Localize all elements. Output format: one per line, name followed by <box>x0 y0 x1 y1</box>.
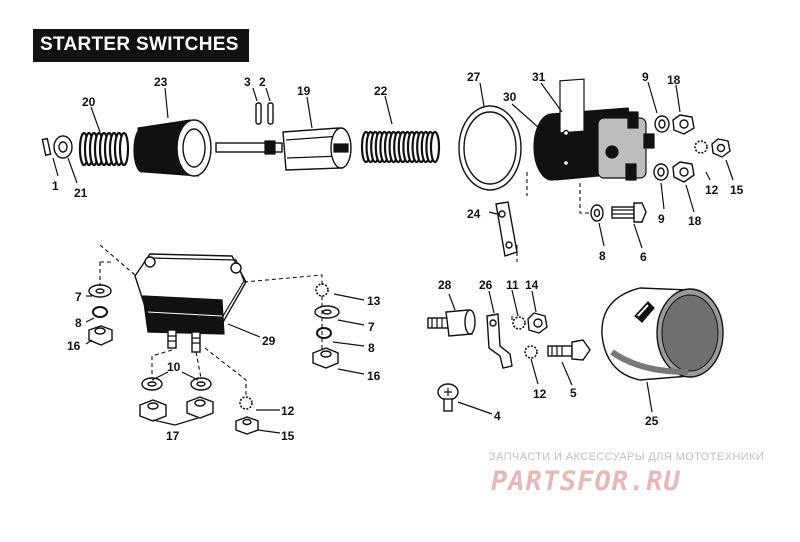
part-hardware-right <box>312 283 340 369</box>
callout-label: 3 <box>244 75 251 89</box>
spring-coil <box>429 130 441 164</box>
callout-label: 12 <box>281 404 295 418</box>
callout-label: 16 <box>67 339 81 353</box>
part-bolt <box>547 339 591 361</box>
part-lockwasher-nut-upper <box>654 114 695 135</box>
callout-label: 12 <box>533 387 547 401</box>
callout-label: 5 <box>570 386 577 400</box>
callout-label: 9 <box>642 70 649 84</box>
callout-label: 25 <box>645 414 659 428</box>
leader-lines <box>52 81 734 434</box>
callout-label: 14 <box>525 278 539 292</box>
callout-label: 22 <box>374 84 388 98</box>
callout-label: 6 <box>640 250 647 264</box>
part-lockwasher-nut-lower <box>653 161 695 183</box>
callout-label: 16 <box>367 369 381 383</box>
callout-label: 17 <box>166 429 180 443</box>
callout-label: 7 <box>368 320 375 334</box>
callout-label: 11 <box>506 278 519 292</box>
part-screw <box>437 383 459 412</box>
callout-label: 26 <box>479 278 493 292</box>
diagram-title: STARTER SWITCHES <box>40 34 239 55</box>
callout-label: 28 <box>438 278 452 292</box>
callout-label: 15 <box>281 429 295 443</box>
callout-label: 24 <box>467 207 481 221</box>
part-hardware-left <box>88 284 113 346</box>
callout-label: 10 <box>167 360 181 374</box>
callout-label: 2 <box>259 75 266 89</box>
part-spring-small <box>78 131 130 167</box>
callout-label: 29 <box>262 334 276 348</box>
part-cup <box>133 119 212 177</box>
callout-label: 4 <box>494 409 501 423</box>
part-lockwasher-nut-mid <box>512 312 548 334</box>
part-starwasher-nut-lower <box>235 396 259 435</box>
part-pins <box>255 102 274 125</box>
part-solenoid <box>533 78 655 181</box>
callout-label: 31 <box>532 70 546 84</box>
part-terminal-hardware <box>139 377 214 422</box>
spring-coil <box>118 131 130 167</box>
part-shaft <box>215 140 283 155</box>
watermark-caption: ЗАПЧАСТИ И АКСЕССУАРЫ ДЛЯ МОТОТЕХНИКИ <box>489 451 765 463</box>
callout-label: 9 <box>658 212 665 226</box>
alignment-lines <box>99 172 590 398</box>
part-pin <box>41 137 52 157</box>
callout-label: 18 <box>667 73 681 87</box>
part-bracket <box>495 201 518 257</box>
part-starwasher-nut-right <box>694 138 731 158</box>
part-gasket <box>458 105 522 191</box>
callout-label: 1 <box>52 179 59 193</box>
part-washer <box>53 135 73 159</box>
callout-label: 12 <box>705 183 719 197</box>
part-terminal-stud <box>427 309 476 337</box>
callout-label: 8 <box>75 316 82 330</box>
callout-label: 8 <box>368 341 375 355</box>
callout-label: 8 <box>599 249 606 263</box>
watermark-logo: PARTSFOR.RU <box>491 466 681 497</box>
part-spring-large <box>360 130 441 164</box>
callout-label: 20 <box>82 95 96 109</box>
callout-label: 7 <box>75 290 82 304</box>
callout-label: 27 <box>467 70 481 84</box>
part-washer-bolt-right <box>590 202 647 223</box>
callout-label: 13 <box>367 294 381 308</box>
callout-label: 18 <box>688 214 702 228</box>
part-plunger <box>282 127 352 171</box>
callout-label: 21 <box>74 186 88 200</box>
callout-label: 15 <box>730 183 744 197</box>
part-cover <box>601 287 724 381</box>
part-starwasher-mid <box>524 345 538 359</box>
title-banner <box>33 29 249 62</box>
callout-label: 23 <box>154 75 168 89</box>
callout-label: 30 <box>503 90 517 104</box>
callout-labels: 1 21 20 23 3 2 19 22 27 31 30 9 18 12 15… <box>52 70 744 443</box>
part-terminal-lug <box>486 313 513 369</box>
callout-label: 19 <box>297 84 311 98</box>
part-starter-solenoid <box>134 253 247 353</box>
